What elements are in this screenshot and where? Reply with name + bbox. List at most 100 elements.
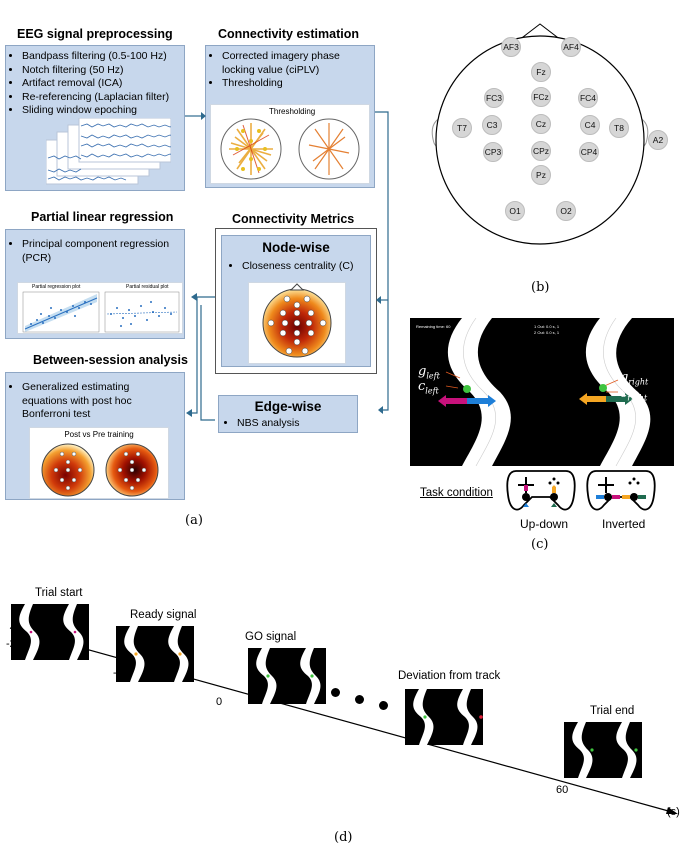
event-title-go-signal: GO signal (245, 631, 297, 643)
connectivity-estimation-list: Corrected imagery phase locking value (c… (206, 46, 374, 91)
preprocessing-title: EEG signal preprocessing (17, 27, 173, 41)
between-session-box: Generalized estimating equations with po… (5, 372, 185, 500)
svg-text:1 Out: 0.0 s, 1: 1 Out: 0.0 s, 1 (534, 324, 560, 329)
post-vs-pre-caption: Post vs Pre training (64, 430, 134, 439)
electrode-pz: Pz (531, 165, 551, 185)
panel-d-label: (d) (334, 830, 353, 845)
electrode-t8: T8 (609, 118, 629, 138)
event-title-deviation: Deviation from track (398, 670, 501, 682)
electrode-c3: C3 (482, 115, 502, 135)
edge-wise-title: Edge-wise (254, 399, 322, 414)
preprocessing-list: Bandpass filtering (0.5-100 Hz) Notch fi… (6, 46, 184, 118)
ellipsis-dot (355, 695, 364, 704)
connectivity-estimation-item: Corrected imagery phase locking value (c… (222, 50, 368, 77)
between-session-item: Generalized estimating equations with po… (22, 381, 164, 422)
electrode-af4: AF4 (561, 37, 581, 57)
electrode-t7: T7 (452, 118, 472, 138)
preprocessing-box: Bandpass filtering (0.5-100 Hz) Notch fi… (5, 45, 185, 191)
arrow-connectivity-to-metrics (375, 111, 389, 414)
shot-trial-start (11, 604, 89, 660)
regression-scatter-icon (22, 291, 180, 333)
tick-minus-2: -2 (6, 638, 16, 650)
node-wise-list: Closeness centrality (C) (226, 260, 353, 274)
shot-deviation (405, 689, 483, 745)
thresholding-image: Thresholding (210, 104, 370, 184)
preprocessing-item: Sliding window epoching (22, 104, 184, 118)
regression-plot1-title: Partial regression plot (32, 284, 81, 290)
preprocessing-item: Re-referencing (Laplacian filter) (22, 91, 184, 105)
svg-text:Remaining time: 60: Remaining time: 60 (416, 324, 451, 329)
eeg-epochs-image (46, 118, 171, 185)
electrode-a2: A2 (648, 130, 668, 150)
inverted-label: Inverted (602, 517, 646, 531)
regression-list: Principal component regression (PCR) (6, 230, 184, 265)
connectivity-estimation-box: Corrected imagery phase locking value (c… (205, 45, 375, 188)
electrode-c4: C4 (580, 115, 600, 135)
arrow-preproc-to-connectivity (185, 112, 206, 120)
regression-plot2-title: Partial residual plot (126, 284, 169, 290)
between-session-title: Between-session analysis (33, 353, 188, 367)
electrode-cp4: CP4 (579, 142, 599, 162)
connectivity-estimation-title: Connectivity estimation (218, 27, 359, 41)
axis-unit: (s) (667, 806, 680, 818)
post-vs-pre-image: Post vs Pre training (29, 427, 169, 499)
electrode-o2: O2 (556, 201, 576, 221)
game-tracks-icon: Remaining time: 60 1 Out: 0.0 s, 1 2 Out… (416, 318, 651, 466)
track-icon (19, 604, 84, 660)
arrow-metrics-to-analysis (186, 293, 215, 421)
shot-ready-signal (116, 626, 194, 682)
game-screen: Remaining time: 60 1 Out: 0.0 s, 1 2 Out… (410, 318, 674, 466)
ellipsis-dot (331, 688, 340, 697)
connectivity-metrics-title: Connectivity Metrics (232, 212, 355, 226)
panel-a-label: (a) (185, 513, 203, 528)
edge-wise-item: NBS analysis (237, 417, 299, 431)
electrode-cz: Cz (531, 114, 551, 134)
closeness-centrality-image (248, 282, 346, 364)
node-wise-title: Node-wise (262, 240, 330, 255)
shot-trial-end (564, 722, 642, 778)
c-right-label: cright (620, 386, 648, 403)
g-right-label: gright (620, 370, 649, 387)
timeline-axis (9, 627, 678, 814)
connectivity-heads-icon (220, 118, 360, 180)
event-title-trial-start: Trial start (35, 587, 83, 599)
electrode-cp3: CP3 (483, 142, 503, 162)
g-left-label: gleft (418, 364, 440, 381)
track-icon (124, 626, 189, 682)
node-wise-item: Closeness centrality (C) (242, 260, 353, 274)
inverted-gamepad-icon (586, 470, 656, 511)
preprocessing-item: Notch filtering (50 Hz) (22, 64, 184, 78)
tick-minus-1: -1 (113, 667, 123, 679)
panel-b-label: (b) (531, 280, 550, 295)
regression-title: Partial linear regression (31, 210, 174, 224)
edge-wise-list: NBS analysis (221, 417, 299, 431)
tick-60: 60 (556, 784, 569, 796)
updown-gamepad-icon (506, 470, 576, 511)
electrode-cpz: CPz (531, 141, 551, 161)
electrode-o1: O1 (505, 201, 525, 221)
connectivity-metrics-frame: Node-wise Closeness centrality (C) (215, 228, 377, 374)
event-title-trial-end: Trial end (590, 705, 635, 717)
track-icon (572, 722, 638, 778)
electrode-af3: AF3 (501, 37, 521, 57)
task-condition-label: Task condition (420, 487, 493, 499)
panel-c-label: (c) (531, 537, 549, 552)
edge-wise-box: Edge-wise NBS analysis (218, 395, 358, 433)
c-left-label: cleft (418, 379, 439, 396)
electrode-fz: Fz (531, 62, 551, 82)
preprocessing-item: Bandpass filtering (0.5-100 Hz) (22, 50, 184, 64)
connectivity-estimation-item: Thresholding (222, 77, 368, 91)
regression-item: Principal component regression (PCR) (22, 238, 178, 265)
post-vs-pre-heads-icon (41, 443, 159, 497)
electrode-fc4: FC4 (578, 88, 598, 108)
node-wise-box: Node-wise Closeness centrality (C) (221, 235, 371, 367)
electrode-fcz: FCz (531, 87, 551, 107)
regression-box: Principal component regression (PCR) Par… (5, 229, 185, 339)
between-session-list: Generalized estimating equations with po… (6, 373, 184, 422)
svg-text:2 Out: 0.0 s, 1: 2 Out: 0.0 s, 1 (534, 330, 560, 335)
preprocessing-item: Artifact removal (ICA) (22, 77, 184, 91)
track-icon (256, 648, 321, 704)
shot-go-signal (248, 648, 326, 704)
ellipsis-dot (379, 701, 388, 710)
electrode-fc3: FC3 (484, 88, 504, 108)
